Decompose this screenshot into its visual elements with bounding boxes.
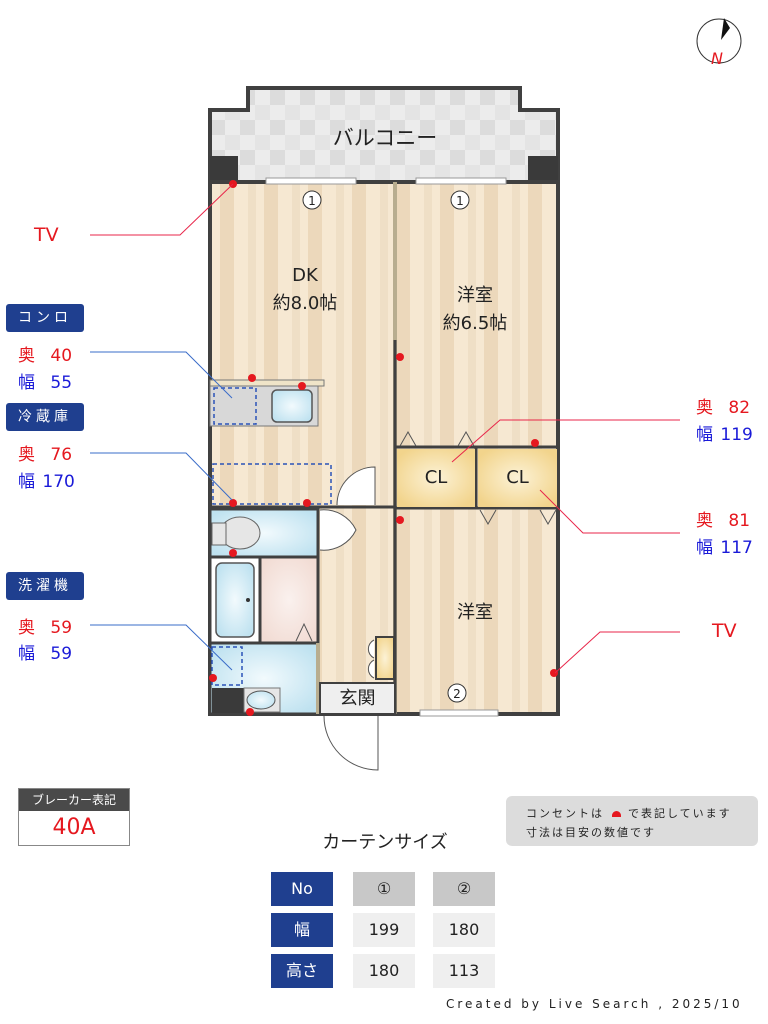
curtain-header-1: ① (353, 872, 415, 906)
curtain-title: カーテンサイズ (322, 832, 448, 853)
washer-title: 洗濯機 (6, 572, 84, 600)
stove-width: 幅 55 (18, 373, 73, 393)
closet-1-label: CL (424, 467, 448, 488)
curtain-header-2: ② (433, 872, 495, 906)
breaker-box: ブレーカー表記 40A (18, 788, 130, 846)
fridge-depth: 奥 76 (18, 445, 73, 465)
leader-lines (90, 183, 680, 674)
fridge-title: 冷蔵庫 (6, 403, 84, 431)
closet-2-label: CL (506, 467, 529, 488)
room-western1: 洋室 約6.5帖 (410, 282, 540, 338)
compass-icon: N (696, 18, 742, 68)
room-western1-name: 洋室 (457, 285, 493, 306)
footer-credit: Created by Live Search , 2025/10 (446, 997, 743, 1011)
stove-area (213, 387, 257, 425)
washer-width: 幅 59 (18, 644, 73, 664)
closet1-width: 幅 119 (696, 425, 753, 445)
curtain-row-height-label: 高さ (271, 954, 333, 988)
breaker-title: ブレーカー表記 (19, 789, 129, 811)
floorplan: 1 1 2 (90, 86, 680, 771)
window-markers: 1 1 2 (302, 190, 470, 703)
svg-text:1: 1 (308, 194, 316, 208)
closet-1 (397, 449, 475, 507)
closet-2 (478, 449, 557, 507)
room-western1-size: 約6.5帖 (442, 313, 508, 334)
entrance-area (319, 682, 396, 715)
svg-text:N: N (711, 49, 723, 68)
balcony-label: バルコニー (332, 126, 438, 150)
compass: N (694, 12, 744, 68)
washer-area (211, 646, 243, 686)
breaker-value: 40A (52, 815, 96, 840)
curtain-header-no: No (271, 872, 333, 906)
washer-depth: 奥 59 (18, 618, 73, 638)
room-dk-size: 約8.0帖 (272, 293, 338, 314)
curtain-row-height-1: 180 (353, 954, 415, 988)
tv-right-label: TV (712, 620, 737, 642)
outlet-icon (611, 811, 621, 817)
svg-text:2: 2 (453, 687, 461, 701)
room-labels: バルコニー DK 約8.0帖 洋室 約6.5帖 洋室 CL CL 玄関 (240, 126, 540, 709)
tv-left-label: TV (34, 224, 59, 246)
room-dk: DK 約8.0帖 (240, 262, 370, 318)
curtain-row-width-1: 199 (353, 913, 415, 947)
stove-title: コンロ (6, 304, 84, 332)
closet2-width: 幅 117 (696, 538, 753, 558)
curtain-row-height-2: 113 (433, 954, 495, 988)
closet1-depth: 奥 82 (696, 398, 751, 418)
closet2-depth: 奥 81 (696, 511, 751, 531)
notice-line1: コンセントは で表記しています (526, 807, 732, 820)
fridge-width: 幅 170 (18, 472, 75, 492)
room-western2: 洋室 (410, 599, 540, 627)
fridge-area (212, 463, 332, 505)
curtain-row-width-2: 180 (433, 913, 495, 947)
stove-depth: 奥 40 (18, 346, 73, 366)
room-western2-name: 洋室 (457, 602, 493, 623)
curtain-row-width-label: 幅 (271, 913, 333, 947)
svg-text:1: 1 (456, 194, 464, 208)
room-dk-name: DK (292, 265, 318, 286)
entrance-label: 玄関 (339, 688, 376, 709)
balcony (208, 86, 560, 184)
notice-line2: 寸法は目安の数値です (526, 826, 656, 839)
notice-box: コンセントは で表記しています 寸法は目安の数値です (506, 796, 758, 846)
